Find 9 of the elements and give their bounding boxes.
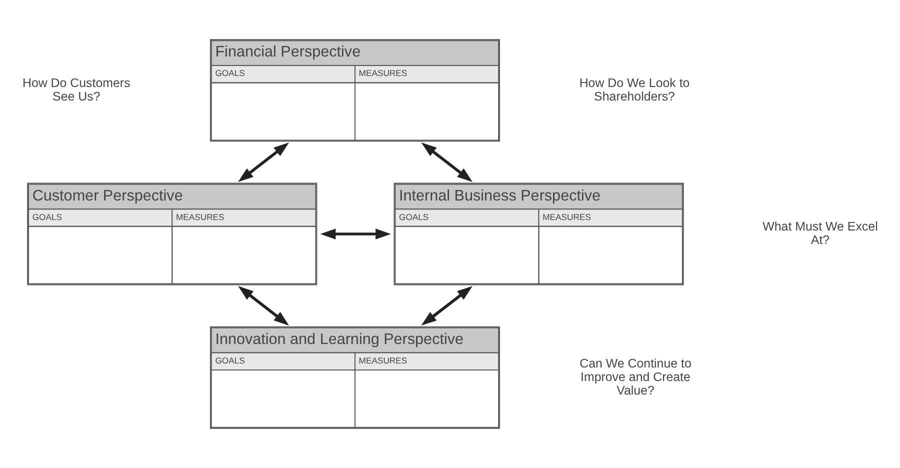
label: Can We Continue to Improve and Create Value? [580,356,692,398]
label: How Do We Look to Shareholders? [579,76,690,104]
arrow [238,142,290,182]
arrow [238,286,290,326]
label: How Do Customers See Us? [22,76,130,104]
arrow [421,142,473,182]
arrow [320,228,391,240]
arrow [421,286,472,326]
label: What Must We Excel At? [762,220,878,247]
